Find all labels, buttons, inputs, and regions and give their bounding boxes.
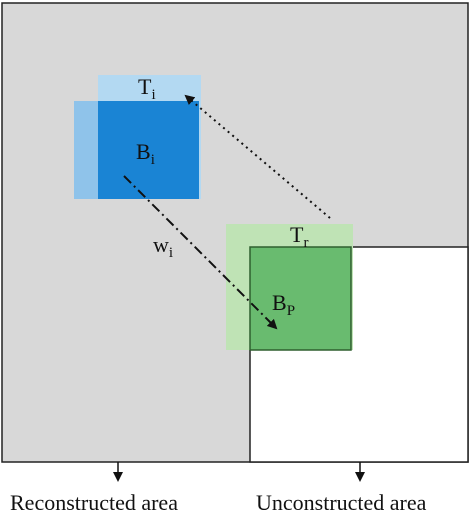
label-template-i: Ti [138, 74, 156, 103]
label-block-i: Bi [136, 139, 155, 168]
match-arrow [184, 94, 331, 219]
weight-arrow [123, 175, 278, 330]
block-i [98, 101, 199, 199]
caption-unconstructed: Unconstructed area [256, 490, 427, 515]
label-block-p: BP [272, 290, 295, 319]
block-p [249, 246, 352, 351]
label-template-r: Tr [290, 222, 308, 251]
caption-reconstructed: Reconstructed area [10, 490, 178, 515]
label-weight: wi [153, 232, 173, 261]
